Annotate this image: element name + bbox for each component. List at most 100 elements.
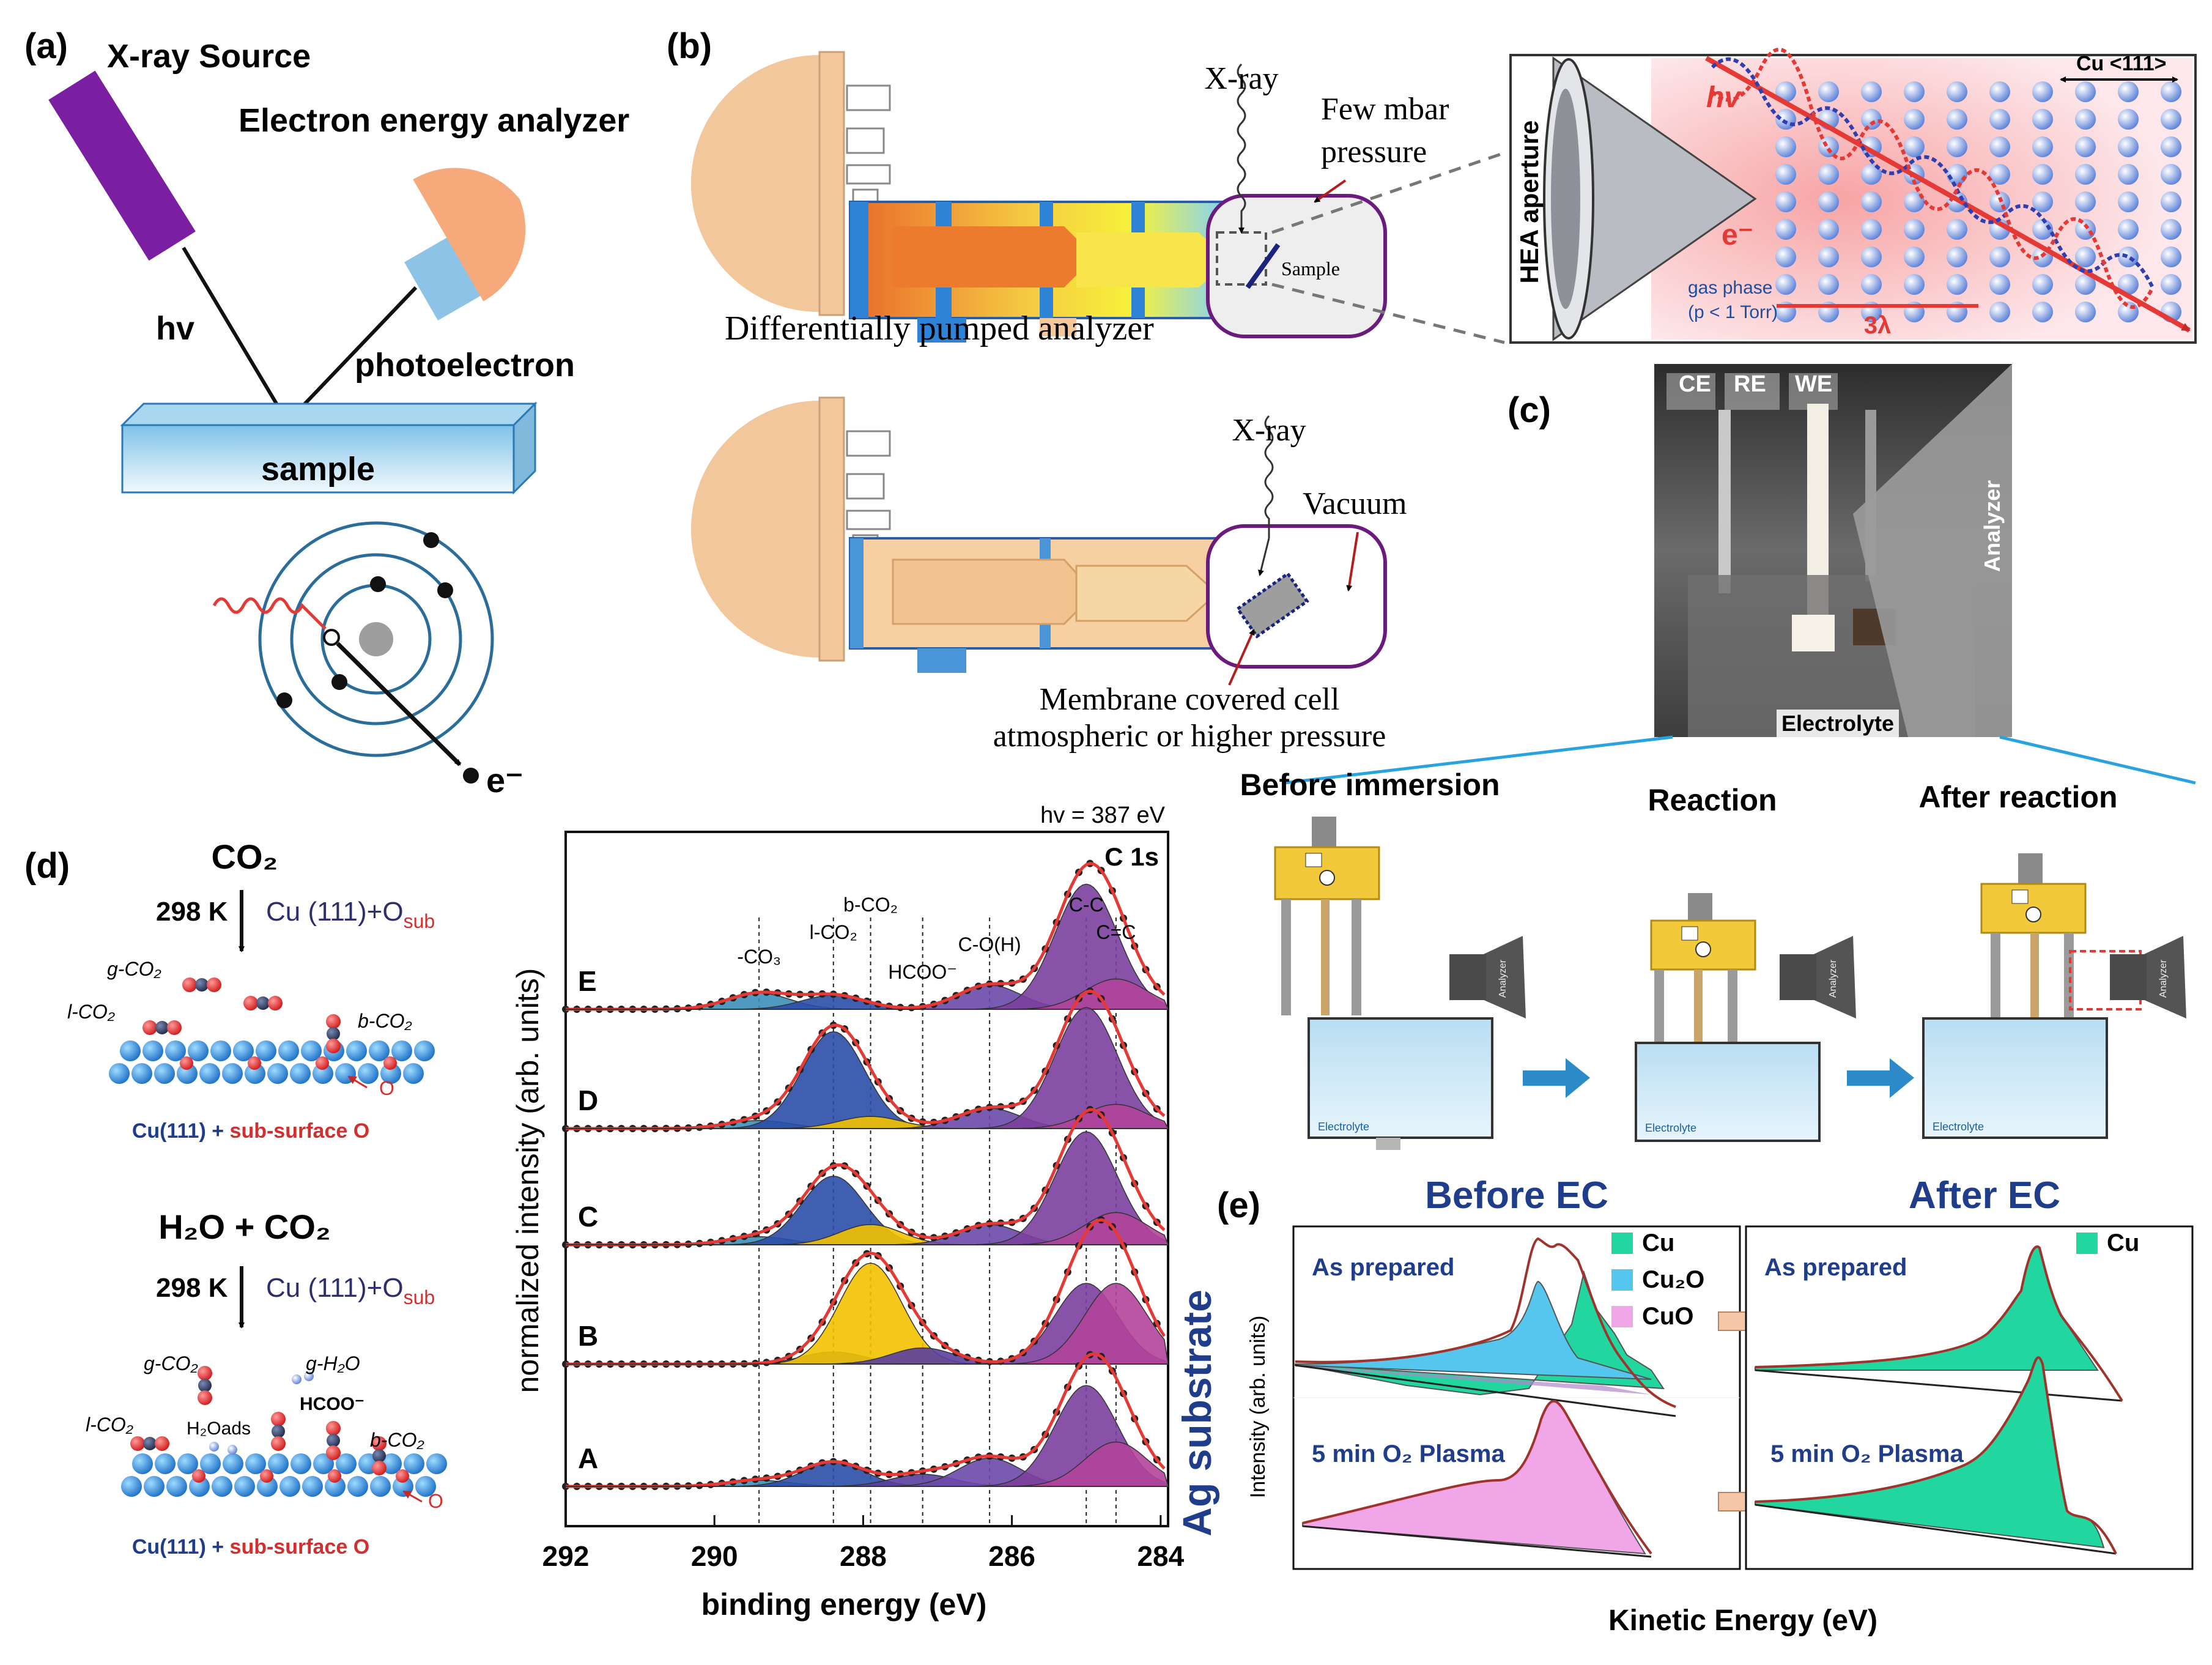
hea-aperture-label: HEA aperture bbox=[1515, 121, 1544, 284]
cu-atom bbox=[257, 1476, 278, 1497]
photoelectron-line bbox=[286, 286, 418, 424]
after-ec-title: After EC bbox=[1909, 1174, 2060, 1217]
bottom-condition-main: Cu (111)+O bbox=[266, 1273, 404, 1303]
cu-atom bbox=[404, 1453, 424, 1474]
x-tick-label: 288 bbox=[840, 1540, 887, 1572]
reference-label: C=C bbox=[1096, 921, 1136, 943]
analyzer-label: Electron energy analyzer bbox=[239, 102, 629, 139]
analyzer-assembly-bottom bbox=[691, 396, 1387, 686]
series-B bbox=[562, 1216, 1169, 1368]
cu-atom bbox=[121, 1476, 142, 1497]
o-sub-atom bbox=[396, 1469, 409, 1483]
bottom-b-co2: b-CO₂ bbox=[370, 1429, 424, 1451]
cu-atom bbox=[278, 1040, 299, 1061]
cu-atom bbox=[200, 1453, 221, 1474]
chart-ylabel: normalized intensity (arb. units) bbox=[511, 968, 545, 1393]
xray-label-top: X-ray bbox=[1204, 61, 1278, 96]
schematic-electrolyte-2: Electrolyte bbox=[1645, 1122, 1696, 1134]
x-tick-label: 284 bbox=[1137, 1540, 1184, 1572]
cu-atom bbox=[189, 1476, 210, 1497]
x-tick-label: 292 bbox=[542, 1540, 590, 1572]
top-caption: Cu(111) + sub-surface O bbox=[132, 1119, 369, 1143]
photon-wave-icon bbox=[212, 597, 327, 630]
x-tick-label: 290 bbox=[691, 1540, 738, 1572]
cu111-label: Cu <111> bbox=[2076, 52, 2166, 75]
cu-atom bbox=[267, 1063, 288, 1084]
cu-atom bbox=[346, 1040, 367, 1061]
bottom-o-sub: O bbox=[428, 1490, 443, 1512]
nucleus bbox=[359, 622, 393, 656]
schematic-analyzer-2: Analyzer bbox=[1828, 959, 1838, 998]
cu-atom bbox=[347, 1476, 368, 1497]
before-plasma: 5 min O₂ Plasma bbox=[1312, 1441, 1505, 1467]
xray-beam-inset bbox=[1705, 56, 2191, 333]
x-tick-label: 286 bbox=[988, 1540, 1035, 1572]
cu-atom bbox=[369, 1040, 390, 1061]
cu-atom bbox=[268, 1453, 289, 1474]
series-label: D bbox=[578, 1085, 598, 1116]
cu-atom bbox=[403, 1063, 424, 1084]
cu-atom bbox=[415, 1476, 436, 1497]
panel-a: (a) X-ray Source Electron energy analyze… bbox=[24, 26, 629, 799]
xray-source-label: X-ray Source bbox=[107, 38, 311, 75]
series-label: C bbox=[578, 1201, 598, 1233]
cu-atom bbox=[301, 1040, 322, 1061]
bottom-g-h2o: g-H₂O bbox=[306, 1352, 360, 1374]
lattice-column bbox=[2032, 81, 2053, 322]
cu-atom bbox=[165, 1040, 186, 1061]
o-atom bbox=[326, 1445, 341, 1460]
o-atom bbox=[207, 977, 221, 992]
bottom-condition-label: Cu (111)+Osub bbox=[266, 1273, 435, 1308]
top-gas-label: CO₂ bbox=[212, 837, 278, 876]
o-atom bbox=[372, 1461, 387, 1475]
cu-atom bbox=[233, 1040, 254, 1061]
o-atom bbox=[198, 1390, 212, 1405]
cu-atom bbox=[166, 1476, 187, 1497]
caption-differential: Differentially pumped analyzer bbox=[725, 310, 1154, 347]
atom-diagram bbox=[212, 521, 494, 784]
c-atom bbox=[198, 1379, 212, 1392]
c-atom bbox=[327, 1027, 340, 1040]
cu-atom bbox=[336, 1453, 357, 1474]
top-temp-label: 298 K bbox=[156, 897, 228, 927]
series-D bbox=[562, 987, 1169, 1132]
aperture-inset bbox=[1509, 47, 2197, 344]
reference-label: l-CO₂ bbox=[810, 921, 857, 943]
bottom-l-co2: l-CO₂ bbox=[86, 1414, 133, 1436]
o-atom bbox=[268, 996, 283, 1010]
cu-atom bbox=[290, 1063, 311, 1084]
after-plasma: 5 min O₂ Plasma bbox=[1770, 1441, 1964, 1467]
cu-atom bbox=[426, 1453, 447, 1474]
o-atom bbox=[271, 1436, 286, 1451]
o-atom bbox=[198, 1366, 212, 1381]
top-condition-label: Cu (111)+Osub bbox=[266, 897, 435, 932]
vacuum-label: Vacuum bbox=[1303, 486, 1407, 521]
electrolyte-photo-label: Electrolyte bbox=[1781, 711, 1894, 736]
lattice-column bbox=[1904, 81, 1925, 322]
bottom-h2o-ads: H₂Oads bbox=[187, 1418, 251, 1439]
cu-atom bbox=[234, 1476, 255, 1497]
panel-c-label: (c) bbox=[1507, 390, 1551, 430]
c-atom bbox=[327, 1434, 340, 1447]
h2o-atom bbox=[209, 1442, 219, 1452]
bottom-caption: Cu(111) + sub-surface O bbox=[132, 1535, 369, 1559]
arrow-right-icon-2 bbox=[1847, 1058, 1914, 1098]
series-C bbox=[562, 1106, 1169, 1248]
o-atom bbox=[142, 1020, 157, 1035]
legend-cu: Cu bbox=[1642, 1229, 1674, 1256]
h2o-atom bbox=[304, 1371, 314, 1381]
cu-atom bbox=[154, 1063, 175, 1084]
cu-atom bbox=[256, 1040, 276, 1061]
xray-label-bottom: X-ray bbox=[1232, 413, 1306, 448]
reference-label: b-CO₂ bbox=[843, 894, 898, 916]
before-ec-title: Before EC bbox=[1425, 1174, 1608, 1217]
bottom-caption-a: Cu(111) + bbox=[132, 1535, 230, 1559]
hv-label: hv bbox=[156, 310, 194, 347]
cu-atom bbox=[199, 1063, 220, 1084]
bottom-g-co2: g-CO₂ bbox=[144, 1352, 198, 1374]
lattice-column bbox=[2118, 81, 2139, 322]
o-atom bbox=[130, 1436, 145, 1451]
gas-pressure-label: (p < 1 Torr) bbox=[1688, 302, 1778, 322]
analyzer-photo-label: Analyzer bbox=[1980, 480, 2005, 572]
